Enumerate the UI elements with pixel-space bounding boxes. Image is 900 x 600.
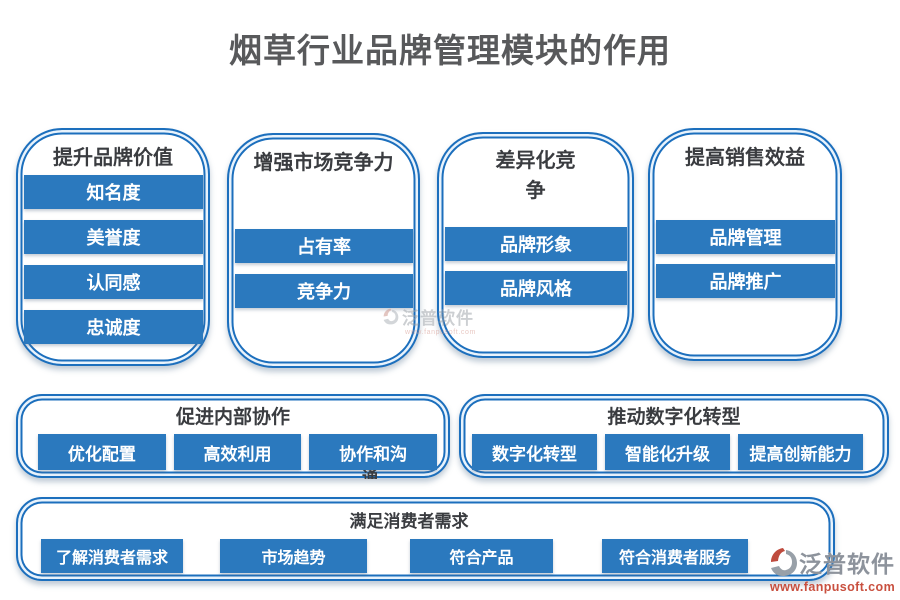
watermark-subtext: www.fanpusoft.com	[405, 329, 476, 336]
logo-url: www.fanpusoft.com	[770, 580, 896, 594]
item-bar: 美誉度	[24, 220, 203, 254]
item-bar: 竞争力	[235, 274, 413, 308]
item-bar: 认同感	[24, 265, 203, 299]
card-internal-collaboration: 促进内部协作 优化配置 高效利用 协作和沟	[16, 394, 450, 478]
item-bar: 符合消费者服务	[602, 539, 748, 573]
item-bar: 市场趋势	[220, 539, 367, 573]
item-bar: 知名度	[24, 175, 203, 209]
card-brand-value: 提升品牌价值 知名度 美誉度 认同感 忠诚度	[16, 128, 210, 366]
card-consumer-needs: 满足消费者需求 了解消费者需求 市场趋势 符合产品 符合消费者服务	[16, 497, 835, 581]
card-digital-transformation: 推动数字化转型 数字化转型 智能化升级 提高创新能力	[459, 394, 889, 478]
center-watermark: 泛普软件 www.fanpusoft.com	[383, 304, 493, 336]
item-bar-list: 数字化转型 智能化升级 提高创新能力	[472, 434, 863, 470]
item-bar: 品牌推广	[656, 264, 835, 298]
watermark-text: 泛普软件	[402, 309, 474, 328]
item-bar: 品牌风格	[445, 271, 627, 305]
card-market-competitiveness: 增强市场竞争力 占有率 竞争力	[227, 133, 420, 368]
item-bar: 数字化转型	[472, 434, 597, 470]
card-sales-efficiency: 提高销售效益 品牌管理 品牌推广	[648, 128, 842, 361]
fanpu-watermark-icon	[383, 308, 399, 325]
item-bar: 忠诚度	[24, 310, 203, 344]
item-bar: 高效利用	[173, 434, 302, 470]
clipped-overflow-text: 通	[362, 470, 379, 479]
fanpu-logo-icon	[771, 548, 797, 576]
page-title: 烟草行业品牌管理模块的作用	[229, 32, 671, 69]
card-title: 促进内部协作	[175, 407, 290, 428]
item-bar: 符合产品	[410, 539, 553, 573]
card-title: 推动数字化转型	[607, 407, 741, 428]
item-bar-list: 知名度 美誉度 认同感 忠诚度	[24, 175, 203, 344]
card-differentiated-competition: 差异化竞争 品牌形象 品牌风格	[437, 132, 634, 358]
item-bar: 协作和沟	[309, 434, 438, 470]
card-title: 增强市场竞争力	[253, 152, 394, 174]
item-bar: 提高创新能力	[738, 434, 863, 470]
item-bar-list: 优化配置 高效利用 协作和沟	[38, 434, 438, 470]
item-bar: 智能化升级	[605, 434, 730, 470]
item-bar: 品牌管理	[656, 220, 835, 254]
item-bar-list: 占有率 竞争力	[235, 229, 413, 308]
item-bar: 占有率	[235, 229, 413, 263]
fanpu-logo: 泛普软件 www.fanpusoft.com	[770, 545, 900, 594]
card-title: 差异化竞争	[495, 150, 576, 202]
item-bar-list: 品牌管理 品牌推广	[656, 220, 835, 298]
item-bar: 优化配置	[38, 434, 166, 470]
item-bar: 了解消费者需求	[41, 539, 183, 573]
item-bar: 品牌形象	[445, 227, 627, 261]
card-title: 提高销售效益	[685, 147, 805, 169]
card-title: 提升品牌价值	[53, 147, 173, 169]
card-title: 满足消费者需求	[349, 512, 469, 531]
item-bar-list: 品牌形象 品牌风格	[445, 227, 627, 305]
logo-name: 泛普软件	[799, 551, 895, 577]
